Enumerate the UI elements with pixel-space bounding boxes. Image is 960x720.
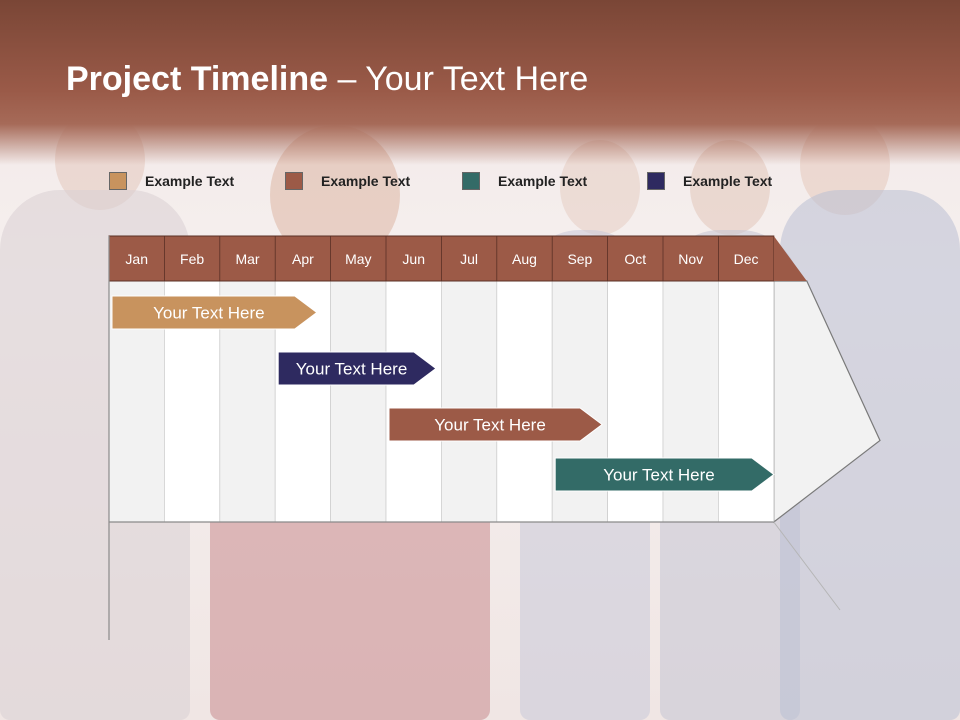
task-bar — [554, 457, 775, 492]
title-band — [0, 0, 960, 165]
task-label: Your Text Here — [603, 466, 715, 485]
legend-swatch — [285, 172, 303, 190]
month-label: May — [345, 251, 371, 267]
arrow-shadow — [773, 521, 841, 611]
task-bar — [388, 407, 603, 442]
task-bar — [111, 295, 318, 330]
month-label: Sep — [567, 251, 592, 267]
legend-label: Example Text — [321, 173, 411, 189]
legend-item: Example Text — [109, 170, 234, 192]
arrow-head — [773, 280, 881, 524]
month-column — [385, 280, 442, 523]
month-label: Jun — [402, 251, 425, 267]
month-column — [330, 280, 387, 523]
task-label: Your Text Here — [434, 416, 546, 435]
legend-item: Example Text — [285, 170, 410, 192]
task-label: Your Text Here — [296, 360, 408, 379]
month-label: Oct — [624, 251, 646, 267]
legend-item: Example Text — [647, 170, 772, 192]
legend-swatch — [109, 172, 127, 190]
header-tip — [773, 236, 807, 281]
month-column — [440, 280, 498, 523]
month-label: Nov — [678, 251, 703, 267]
month-label: Mar — [235, 251, 259, 267]
month-label: Feb — [180, 251, 204, 267]
page-title: Project Timeline – Your Text Here — [66, 60, 589, 98]
month-column — [496, 280, 553, 523]
legend-swatch — [647, 172, 665, 190]
legend-label: Example Text — [683, 173, 773, 189]
month-label: Aug — [512, 251, 537, 267]
month-label: Jul — [460, 251, 478, 267]
month-label: Jan — [125, 251, 148, 267]
legend-label: Example Text — [145, 173, 235, 189]
legend-label: Example Text — [498, 173, 588, 189]
legend-swatch — [462, 172, 480, 190]
month-label: Apr — [292, 251, 314, 267]
task-label: Your Text Here — [153, 304, 265, 323]
month-label: Dec — [734, 251, 759, 267]
legend-item: Example Text — [462, 170, 587, 192]
task-bar — [277, 351, 437, 386]
